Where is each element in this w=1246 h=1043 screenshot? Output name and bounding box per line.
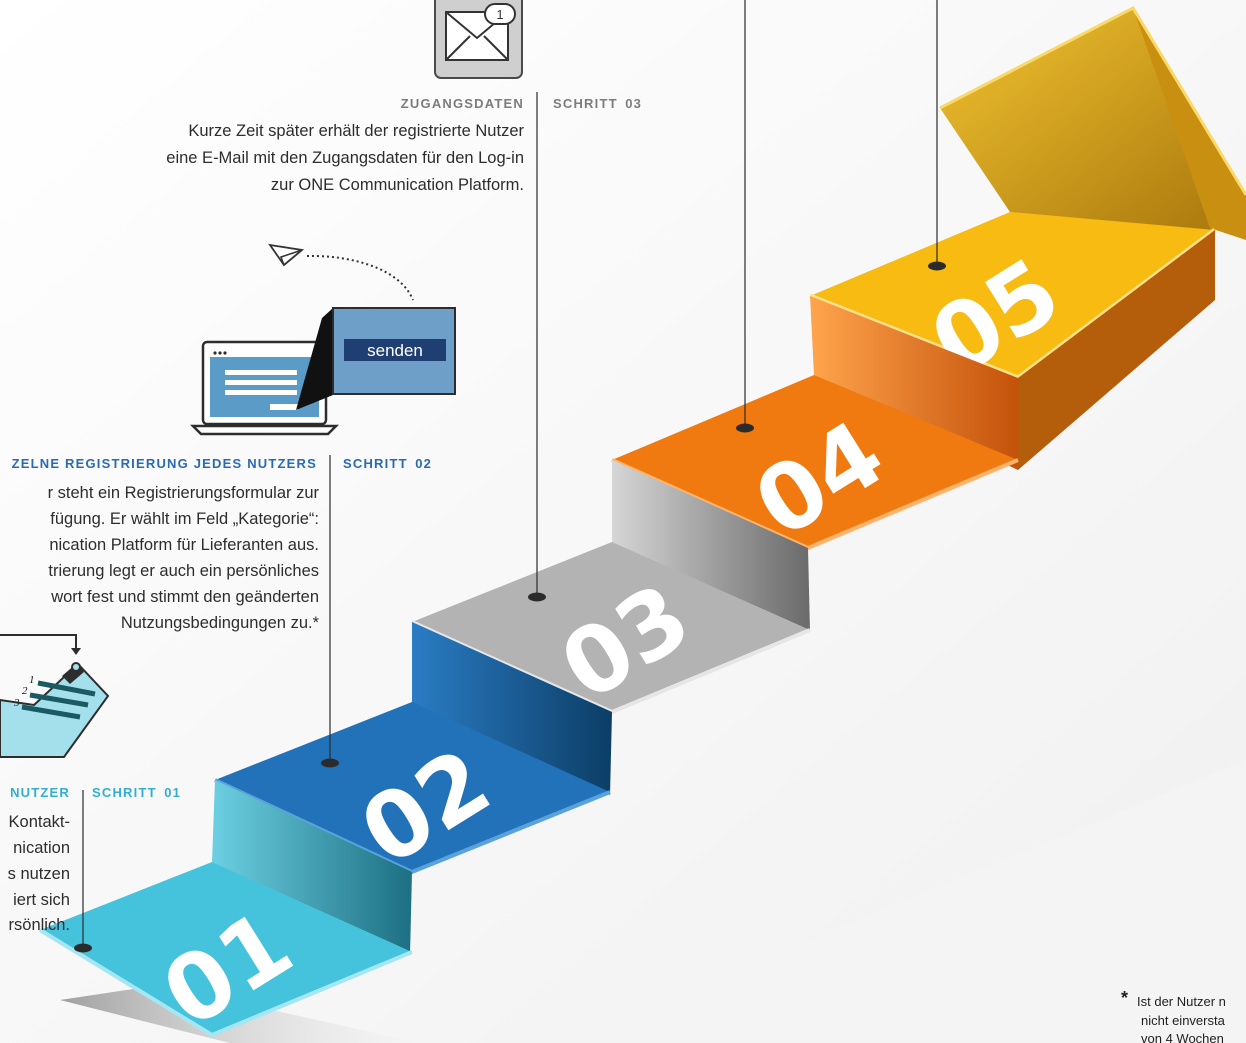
step-05-marker [928,261,946,271]
laptop-form-icon [189,307,456,436]
step-01-marker [74,943,92,953]
svg-text:iert sich: iert sich [13,891,70,909]
svg-text:rsönlich.: rsönlich. [9,916,70,934]
mail-badge-count: 1 [496,7,503,22]
step-02-marker [321,758,339,768]
checklist-number-3: 3 [13,697,20,709]
footnote-marker: * [1121,988,1128,1008]
step-01-description: Kontakt- nication s nutzen iert sich rsö… [8,813,70,934]
svg-text:eine E-Mail mit den Zugangsdat: eine E-Mail mit den Zugangsdaten für den… [166,149,524,167]
checklist-number-2: 2 [22,685,28,697]
checklist-number-1: 1 [29,674,35,686]
step-01-caption: NUTZER [10,785,70,800]
svg-text:von 4 Wochen: von 4 Wochen [1141,1031,1224,1043]
step-02-label: SCHRITT 02 [343,455,432,472]
svg-text:wort fest und stimmt den geänd: wort fest und stimmt den geänderten [50,588,319,606]
svg-text:fügung. Er wählt im Feld „Kate: fügung. Er wählt im Feld „Kategorie“: [50,510,319,528]
svg-text:Kurze Zeit später erhält der r: Kurze Zeit später erhält der registriert… [188,122,524,140]
step-03-caption: ZUGANGSDATEN [401,96,524,111]
mail-envelope-icon: 1 [434,0,523,79]
step-03-description: Kurze Zeit später erhält der registriert… [166,122,524,194]
svg-text:trierung legt er auch ein pers: trierung legt er auch ein persönliches [48,562,319,580]
svg-text:nicht einversta: nicht einversta [1141,1013,1226,1028]
svg-text:nication: nication [13,839,70,857]
svg-text:zur ONE Communication Platform: zur ONE Communication Platform. [271,176,524,194]
step-01-label: SCHRITT 01 [92,784,181,801]
svg-text:s nutzen: s nutzen [8,865,70,883]
connector-lines [82,0,938,948]
step-04-marker [736,423,754,433]
footnote: * Ist der Nutzer n nicht einversta von 4… [1121,988,1226,1043]
send-button-label: senden [367,341,423,360]
step-03-marker [528,592,546,602]
step-03: 03 [411,460,811,722]
step-03-label: SCHRITT 03 [553,95,642,112]
clipboard-checklist-icon: 1 2 3 [0,634,110,758]
svg-text:Kontakt-: Kontakt- [9,813,70,831]
step-02-description: r steht ein Registrierungsformular zur f… [48,484,320,632]
paper-plane-icon [268,243,414,301]
step-02: 02 [214,622,612,887]
svg-text:Ist der Nutzer n: Ist der Nutzer n [1137,994,1226,1009]
send-button[interactable]: senden [344,339,446,361]
svg-text:Nutzungsbedingungen zu.*: Nutzungsbedingungen zu.* [121,614,320,632]
svg-text:r steht ein Registrierungsform: r steht ein Registrierungsformular zur [48,484,320,502]
svg-text:nication Platform für Lieferan: nication Platform für Lieferanten aus. [49,536,319,554]
step-02-caption: ZELNE REGISTRIERUNG JEDES NUTZERS [12,456,317,471]
